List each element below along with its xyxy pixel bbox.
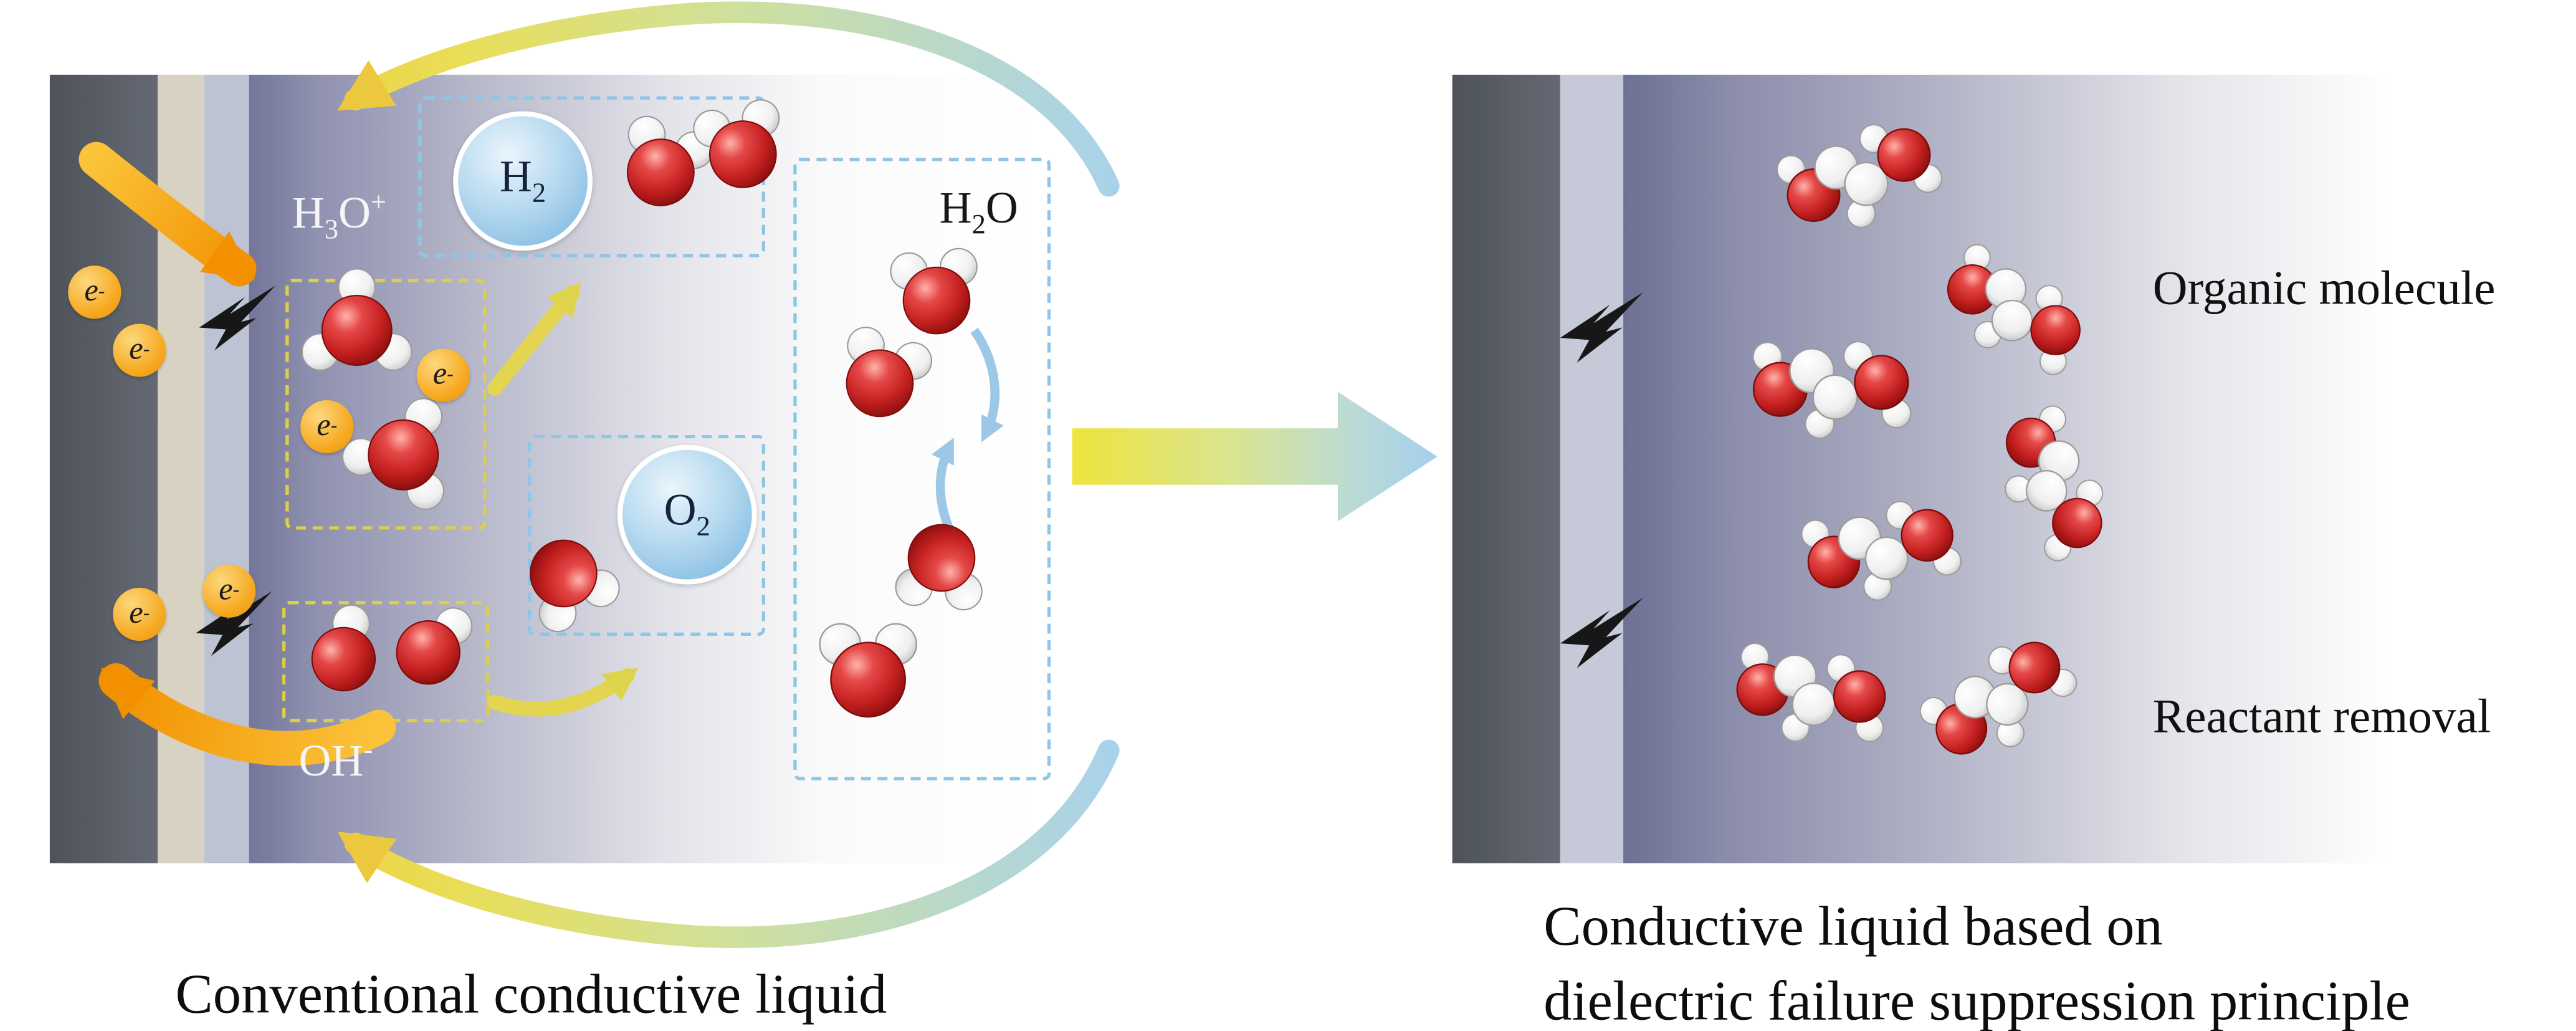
electron-badge: e- <box>113 324 166 377</box>
electron-badge: e- <box>202 564 256 618</box>
right-electrode <box>1452 74 1560 863</box>
hydroxide-label: OH- <box>298 734 373 785</box>
left-interface-layer <box>204 74 249 863</box>
right-panel-caption: Conductive liquid based on dielectric fa… <box>1543 890 2410 1031</box>
electron-badge: e- <box>416 348 470 402</box>
electron-badge: e- <box>68 266 122 319</box>
electron-badge: e- <box>113 587 166 641</box>
left-electrode <box>49 74 158 863</box>
hydrogen-bubble-label: H2 <box>499 151 546 209</box>
oxygen-bubble-label: O2 <box>664 485 710 543</box>
water-equilibrium-region <box>793 158 1051 780</box>
oxygen-bubble: O2 <box>617 444 757 585</box>
reactant-removal-label: Reactant removal <box>2152 690 2491 744</box>
electron-badge: e- <box>300 400 354 454</box>
left-binder-layer <box>158 74 204 863</box>
right-panel-caption-line1: Conductive liquid based on <box>1543 896 2163 958</box>
hydrogen-bubble: H2 <box>453 111 593 251</box>
organic-molecule-label: Organic molecule <box>2152 262 2496 316</box>
hydronium-label: H3O+ <box>292 186 387 245</box>
transition-arrow-icon <box>1072 391 1438 522</box>
hydroxide-region <box>282 601 490 722</box>
right-interface-layer <box>1560 74 1624 863</box>
left-panel-caption: Conventional conductive liquid <box>175 964 887 1027</box>
water-label: H2O <box>939 182 1018 240</box>
right-panel-caption-line2: dielectric failure suppression principle <box>1543 971 2410 1031</box>
